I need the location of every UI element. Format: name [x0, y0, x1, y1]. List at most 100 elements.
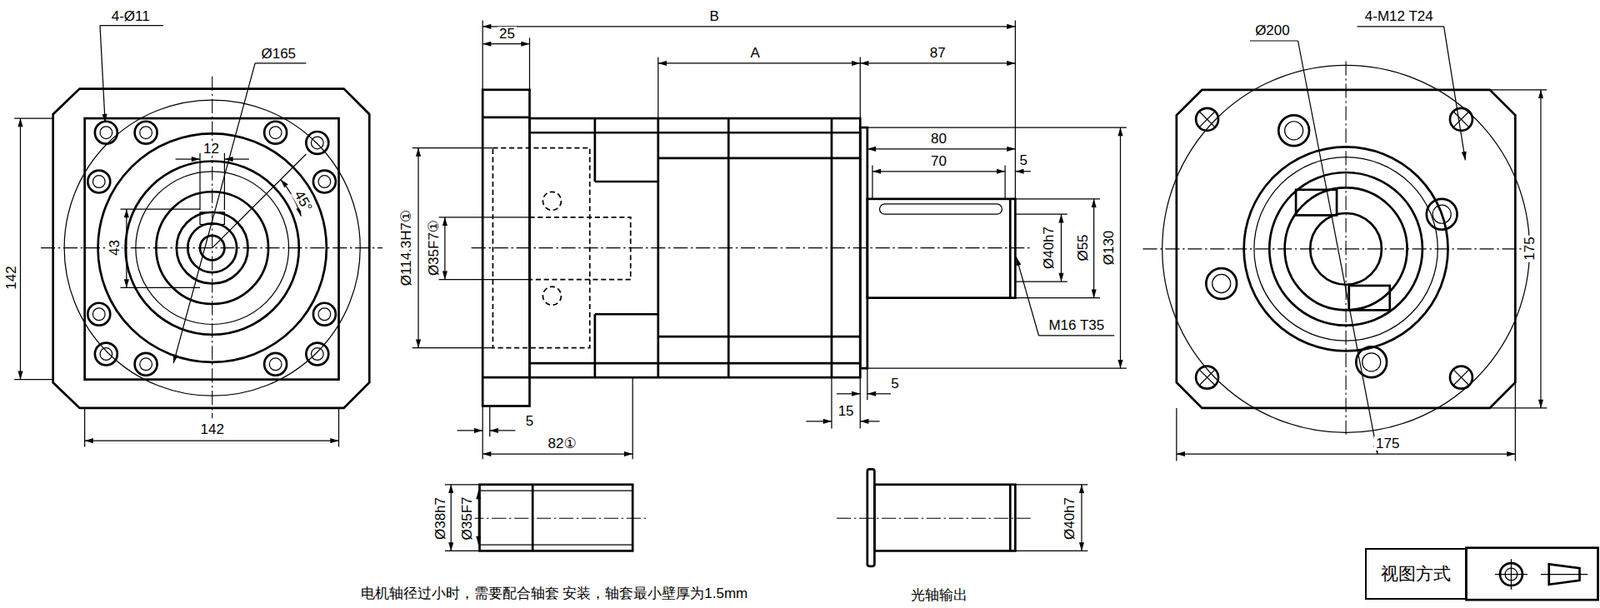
- gearbox-side-view-part: [482, 116, 530, 120]
- shaft-sleeve-part: [480, 544, 634, 545]
- input-flange-view-part: [87, 121, 336, 376]
- input-flange-view-part: [95, 343, 118, 366]
- input-flange-view-part: [173, 63, 255, 364]
- output-flange-view-part: [1426, 199, 1458, 230]
- table-cell: 视图方式: [1365, 548, 1466, 600]
- gearbox-side-view-part: [632, 377, 634, 460]
- input-flange-view-part: [120, 287, 200, 289]
- output-flange-view-part: [1278, 115, 1310, 146]
- input-flange-view-part: [313, 303, 336, 326]
- fit-dimension: Ø40h7: [1062, 495, 1077, 542]
- shaft-sleeve-part: [480, 485, 634, 552]
- smooth-shaft-output-part: [874, 485, 1015, 552]
- input-flange-view-part: [310, 348, 324, 361]
- output-flange-view-part: [1195, 108, 1219, 131]
- input-flange-view-part: [175, 158, 200, 160]
- dimension: B: [707, 9, 720, 24]
- input-flange-view-part: [212, 154, 307, 249]
- output-flange-view-part: [1199, 369, 1216, 386]
- dimension: 5: [889, 376, 900, 391]
- view-mode-symbol-part: [1466, 548, 1599, 600]
- input-flange-view-part: [85, 118, 340, 380]
- input-flange-view-part: [264, 353, 287, 376]
- dimension: 70: [929, 154, 949, 169]
- input-flange-view-part: [40, 247, 383, 249]
- output-flange-view-part: [1205, 268, 1237, 300]
- gearbox-side-view-part: [657, 57, 659, 119]
- gearbox-side-view-part: [871, 165, 873, 199]
- fit-dimension: Ø114.3H7①: [399, 208, 414, 288]
- gearbox-side-view-part: [482, 20, 484, 90]
- gearbox-side-view-part: [830, 377, 832, 429]
- dimension: 175: [1374, 436, 1401, 451]
- shaft-sleeve: [445, 485, 649, 552]
- gearbox-side-view-part: [1009, 199, 1012, 299]
- gearbox-side-view-part: [867, 126, 1127, 128]
- output-flange-view-part: [1362, 353, 1381, 372]
- shaft-sleeve-part: [445, 484, 480, 485]
- input-flange-view-part: [199, 153, 200, 211]
- output-flange-view-part: [1199, 111, 1216, 129]
- view-mode-symbol: [1466, 548, 1599, 600]
- smooth-shaft-output: [836, 469, 1088, 566]
- dimension: Ø130: [1102, 229, 1117, 268]
- output-flange-view-part: [1355, 346, 1387, 378]
- gearbox-side-view-part: [482, 43, 530, 45]
- leader-label: 4-Ø11: [110, 9, 152, 24]
- dimension: A: [748, 45, 761, 60]
- output-flange-view-part: [1490, 407, 1548, 409]
- gearbox-side-view-part: [542, 191, 561, 210]
- dimension: 12: [201, 141, 221, 156]
- gearbox-side-view-part: [880, 204, 1003, 215]
- input-flange-view-part: [264, 121, 287, 145]
- gearbox-side-view-part: [444, 217, 445, 280]
- gearbox-side-view-part: [658, 62, 860, 64]
- output-flange-view-part: [1250, 40, 1299, 41]
- shaft-sleeve-part: [469, 518, 648, 520]
- gearbox-side-view-part: [867, 199, 1016, 299]
- output-flange-view-part: [1490, 89, 1548, 90]
- input-flange-view-part: [135, 121, 158, 145]
- gearbox-side-view-part: [489, 405, 490, 437]
- gearbox-side-view-part: [867, 368, 1127, 370]
- thread-callout: M16 T35: [1046, 318, 1106, 333]
- input-flange-view-part: [125, 209, 127, 288]
- output-flange-view-part: [1199, 111, 1216, 129]
- input-flange-view-part: [100, 25, 164, 26]
- gearbox-side-view-part: [1093, 199, 1095, 299]
- gearbox-side-view-part: [658, 335, 860, 339]
- input-flange-view-part: [92, 308, 105, 321]
- gearbox-side-view-part: [457, 430, 484, 431]
- input-flange-view-part: [87, 303, 110, 326]
- gearbox-side-view-part: [1015, 214, 1067, 215]
- gearbox-side-view: [412, 20, 1127, 460]
- fit-dimension: Ø40h7: [1041, 225, 1056, 271]
- shaft-sleeve-part: [445, 550, 480, 552]
- gearbox-side-view-part: [1015, 170, 1030, 172]
- output-flange-view-part: [1175, 408, 1177, 462]
- output-flange-view-part: [1212, 274, 1231, 293]
- output-flange-view-part: [1540, 90, 1541, 409]
- output-flange-view-part: [1357, 25, 1445, 27]
- output-flange-view-part: [1444, 26, 1466, 160]
- output-flange-view-part: [1450, 108, 1473, 131]
- input-flange-view-part: [140, 126, 153, 140]
- gearbox-side-view-part: [595, 313, 659, 316]
- shaft-sleeve-part: [478, 490, 480, 545]
- dimension: 82①: [546, 436, 579, 451]
- input-flange-view-part: [85, 440, 340, 442]
- input-flange-view-part: [53, 89, 370, 409]
- output-flange-view-part: [1515, 382, 1516, 461]
- output-flange-view-part: [1453, 369, 1470, 386]
- output-flange-view-part: [1432, 205, 1451, 224]
- gearbox-side-view-part: [805, 420, 832, 422]
- dimension: 87: [928, 45, 948, 60]
- output-flange-view-part: [1199, 369, 1216, 386]
- gearbox-side-view-part: [595, 180, 659, 184]
- dimension: 175: [1522, 235, 1537, 263]
- input-flange-view-part: [318, 308, 331, 321]
- smooth-shaft-output-part: [1015, 550, 1088, 552]
- gearbox-side-view-part: [860, 420, 880, 422]
- input-flange-view-part: [92, 175, 105, 189]
- gearbox-side-view-part: [529, 37, 530, 90]
